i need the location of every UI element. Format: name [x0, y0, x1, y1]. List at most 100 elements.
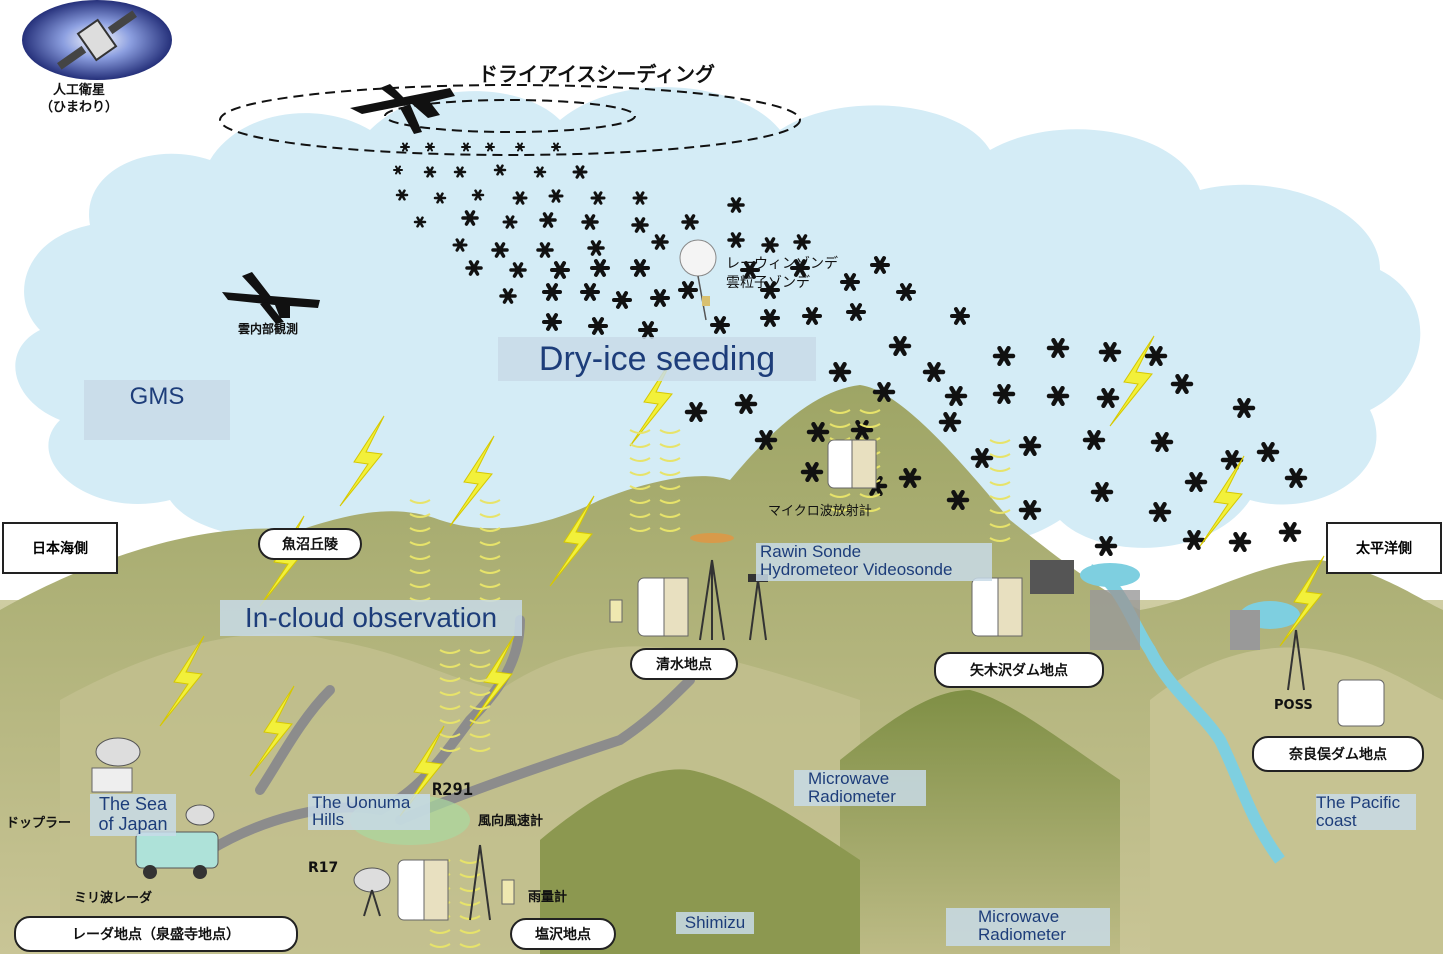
emission-arc [439, 691, 461, 696]
emission-arc [829, 507, 851, 512]
emission-arc [479, 583, 501, 588]
emission-arc [479, 555, 501, 560]
ice-crystal-icon [806, 421, 830, 443]
emission-arc [409, 555, 431, 560]
emission-arc [659, 471, 681, 476]
emission-arc [469, 719, 491, 724]
seeding-orbit [219, 84, 801, 156]
ice-crystal-icon [493, 164, 507, 176]
emission-arc [439, 649, 461, 654]
ice-crystal-icon [740, 261, 760, 279]
emission-arc [479, 541, 501, 546]
ice-crystal-icon [533, 166, 547, 178]
ice-crystal-icon [872, 381, 896, 403]
ice-crystal-icon [1150, 431, 1174, 453]
emission-arc [659, 485, 681, 490]
sea-of-japan-side-box: 日本海側 [2, 522, 118, 574]
emission-arc [989, 523, 1011, 528]
ice-crystal-icon [423, 166, 437, 178]
ice-crystal-icon [1170, 373, 1194, 395]
ice-crystal-icon [1278, 521, 1302, 543]
ice-crystal-icon [632, 191, 648, 205]
ice-crystal-icon [1228, 531, 1252, 553]
ice-crystal-icon [551, 142, 561, 152]
satellite-icon [22, 0, 172, 80]
emission-arc [659, 499, 681, 504]
emission-arc [859, 493, 881, 498]
ice-crystal-icon [433, 192, 447, 204]
ice-crystal-icon [587, 240, 605, 256]
lightning-bolts [159, 335, 1325, 817]
emission-arc [829, 493, 851, 498]
ice-crystal-icon [580, 283, 600, 301]
emission-arc [409, 541, 431, 546]
ice-crystal-icon [938, 411, 962, 433]
rain-gauge-label: 雨量計 [528, 890, 568, 905]
emission-arc [629, 485, 651, 490]
ice-crystal-icon [678, 281, 698, 299]
ice-crystal-icon [1046, 385, 1070, 407]
emission-arc [469, 663, 491, 668]
rawin-sonde-label: Rawin Sonde Hydrometeor Videosonde [756, 543, 992, 581]
ice-crystal-icon [1148, 501, 1172, 523]
ice-crystal-icon [684, 401, 708, 423]
ice-crystal-icon [828, 361, 852, 383]
ice-crystal-icon [465, 260, 483, 276]
ice-crystal-icon [1096, 387, 1120, 409]
emission-arc [629, 513, 651, 518]
emission-arc [989, 439, 1011, 444]
emission-arc [629, 429, 651, 434]
ice-crystal-icon [581, 214, 599, 230]
emission-arc [439, 705, 461, 710]
ice-crystal-icon [727, 232, 745, 248]
ice-crystal-icon [590, 259, 610, 277]
ice-crystal-icon [1144, 345, 1168, 367]
emission-arc [469, 677, 491, 682]
ice-crystal-icon [425, 142, 435, 152]
emission-arc [409, 583, 431, 588]
ice-crystal-icon [1094, 535, 1118, 557]
emission-arc [459, 873, 481, 878]
emission-arc [469, 705, 491, 710]
emission-arc [659, 527, 681, 532]
ice-crystal-icon [651, 234, 669, 250]
lightning-bolt-icon [629, 355, 675, 447]
ice-crystal-icon [471, 189, 485, 201]
ice-crystal-icon [1256, 441, 1280, 463]
emission-arc [989, 481, 1011, 486]
ice-crystal-icon [630, 259, 650, 277]
ice-crystal-icon [502, 215, 518, 229]
ice-crystal-icon [1018, 435, 1042, 457]
poss-label: POSS [1274, 698, 1313, 713]
ice-crystal-icon [539, 212, 557, 228]
ice-crystal-icon [710, 316, 730, 334]
emission-arc [659, 457, 681, 462]
ice-crystal-icon [754, 429, 778, 451]
ice-crystal-icon [400, 142, 410, 152]
emission-arc [989, 495, 1011, 500]
ice-crystal-icon [1098, 341, 1122, 363]
ice-crystal-icon [898, 467, 922, 489]
ice-crystal-icon [1284, 467, 1308, 489]
ice-crystal-icon [638, 321, 658, 339]
ice-crystal-icon [461, 142, 471, 152]
microwave-radiometer-label-2: Microwave Radiometer [946, 908, 1110, 946]
ice-crystal-icon [1182, 529, 1206, 551]
pacific-coast-label: The Pacific coast [1316, 794, 1416, 830]
emission-arc [659, 513, 681, 518]
ice-crystal-icon [588, 317, 608, 335]
emission-arc [429, 943, 451, 948]
mm-radar-label: ミリ波レーダ [74, 891, 153, 906]
emission-arc [479, 527, 501, 532]
ice-crystal-icon [793, 234, 811, 250]
microwave-radiometer-label-jp: マイクロ波放射計 [768, 504, 872, 519]
shiozawa-site-pill: 塩沢地点 [510, 918, 616, 950]
emission-arc [989, 467, 1011, 472]
emission-arc [859, 423, 881, 428]
naramata-instruments-icon [1230, 610, 1385, 727]
ice-crystal-icon [536, 242, 554, 258]
emission-arc [629, 527, 651, 532]
ice-crystal-icon [1082, 429, 1106, 451]
emission-arc [409, 499, 431, 504]
emission-arc [429, 929, 451, 934]
